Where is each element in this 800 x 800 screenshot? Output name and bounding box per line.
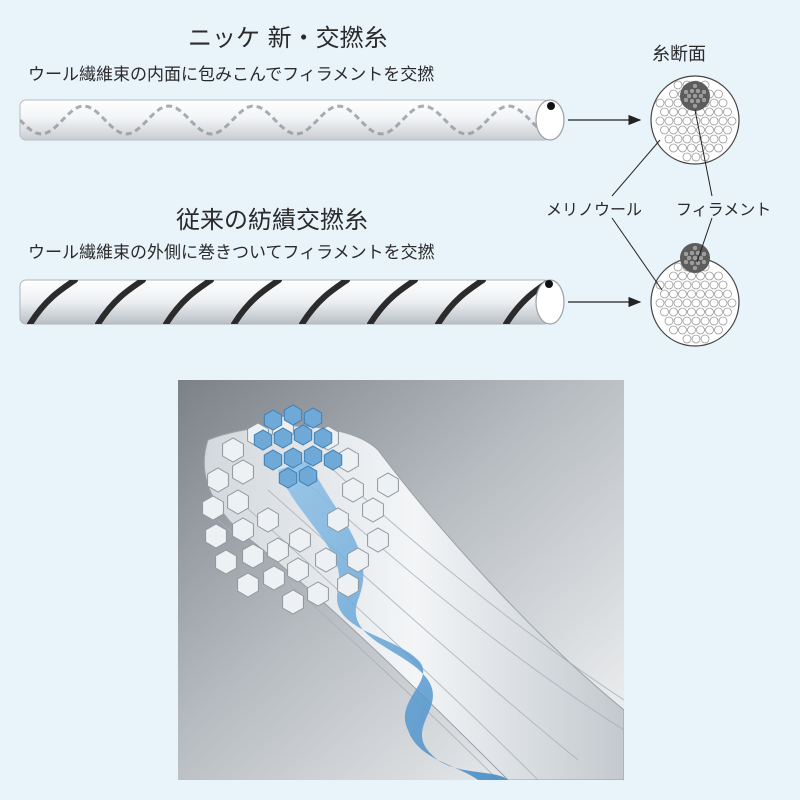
blue-filament-core	[278, 460, 508, 780]
merino-leader-top	[611, 139, 661, 197]
filament-leader-bottom	[696, 217, 713, 263]
yarn-diagram	[19, 75, 740, 347]
merino-leader-bottom	[611, 217, 663, 291]
new-yarn-illustration	[19, 99, 565, 141]
new-yarn-description: ウール繊維束の内面に包みこんでフィラメントを交撚	[28, 65, 435, 85]
conventional-yarn-description: ウール繊維束の外側に巻きついてフィラメントを交撚	[28, 243, 435, 263]
merino-wool-label: メリノウール	[546, 200, 643, 219]
yarn-structure-illustration	[178, 380, 624, 780]
conventional-yarn-illustration	[19, 279, 565, 325]
conventional-yarn-cross-section	[650, 243, 740, 347]
new-yarn-cross-section	[650, 75, 740, 165]
new-yarn-title: ニッケ 新・交撚糸	[188, 24, 388, 52]
filament-leader-top	[694, 109, 713, 197]
filament-label: フィラメント	[676, 200, 772, 219]
cross-section-title: 糸断面	[652, 44, 706, 65]
conventional-yarn-title: 従来の紡績交撚糸	[176, 206, 368, 234]
